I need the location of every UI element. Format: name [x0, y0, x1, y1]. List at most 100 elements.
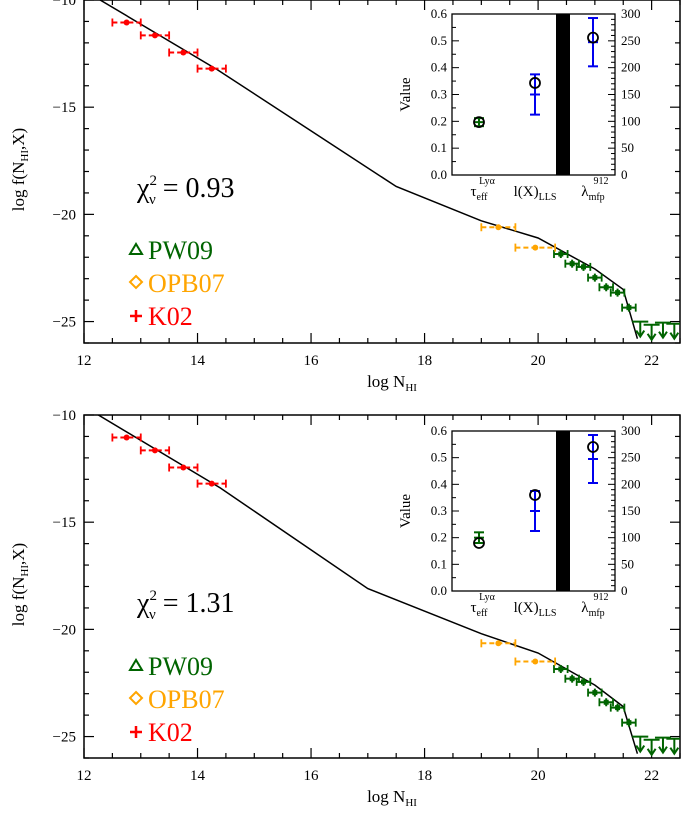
series-pw09: [553, 250, 680, 342]
inset-x-label-main: l(X): [514, 184, 539, 200]
inset-y-tick-label-right: 50: [621, 140, 634, 155]
legend-label-k02: K02: [148, 302, 193, 331]
data-point: [532, 658, 539, 665]
y-axis-label-main: log f(N: [9, 577, 28, 627]
legend-marker-k02: [130, 726, 142, 738]
x-axis-label-sub: HI: [405, 797, 417, 809]
inset-y-tick-label-right: 250: [621, 33, 641, 48]
inset-y-tick-label-right: 300: [621, 6, 641, 21]
plot-area: [96, 415, 680, 757]
legend-diamond: [128, 690, 144, 706]
inset-x-label: l(X)LLS: [514, 184, 557, 203]
inset-x-label-sub: eff: [477, 608, 489, 619]
inset-model-point: [529, 77, 541, 89]
y-tick-label: −25: [53, 730, 76, 746]
inset-y-tick-label-right: 100: [621, 530, 641, 545]
inset-y-label: Value: [398, 77, 414, 111]
inset-model-point: [587, 441, 599, 453]
inset-y-tick-label: 0.0: [431, 583, 447, 598]
data-point: [615, 290, 621, 296]
legend-marker-pw09: [128, 242, 144, 255]
inset-x-label-sub: LLS: [539, 192, 557, 203]
inset-y-tick-label-right: 200: [621, 60, 641, 75]
chi2-symbol: χ: [136, 173, 150, 204]
chi2-sub: ν: [149, 192, 156, 208]
inset-x-label: l(X)LLS: [514, 600, 557, 619]
inset-model-point: [473, 537, 485, 549]
inset-x-label-sup: Lyα: [479, 592, 496, 603]
data-point: [603, 284, 609, 290]
data-point: [569, 676, 575, 682]
legend-diamond: [128, 274, 144, 290]
inset-x-label: τeff: [471, 184, 489, 203]
x-tick-label: 12: [77, 353, 92, 369]
x-tick-label: 18: [417, 353, 432, 369]
data-point: [208, 65, 215, 72]
inset-separator-band: [556, 431, 570, 591]
y-axis-label: log f(NHI,X): [9, 128, 31, 211]
inset-x-label-sub: mfp: [589, 608, 605, 619]
data-point: [626, 305, 632, 311]
y-tick-label: −15: [53, 100, 76, 116]
inset-x-label-main: λ: [581, 600, 589, 616]
inset-y-tick-label: 0.5: [431, 33, 447, 48]
upper-limit-arrow: [635, 330, 646, 339]
x-tick-label: 18: [417, 768, 432, 784]
legend-label-opb07: OPB07: [148, 685, 225, 714]
upper-limit-arrow: [669, 332, 680, 341]
upper-limit-arrow: [635, 745, 646, 754]
upper-limit-arrow: [646, 333, 657, 342]
y-tick-label: −15: [53, 515, 76, 531]
inset-y-tick-label: 0.0: [431, 167, 447, 182]
y-axis-label-end: ,X): [9, 543, 28, 565]
data-point: [495, 224, 502, 231]
inset-x-label: λmfp: [581, 600, 604, 619]
chi2-sub: ν: [149, 607, 156, 623]
inset-y-tick-label: 0.2: [431, 113, 447, 128]
data-point: [151, 32, 158, 39]
data-point: [603, 699, 609, 705]
inset-y-label: Value: [398, 494, 414, 528]
data-point: [123, 19, 130, 26]
inset-model-point: [529, 489, 541, 501]
x-tick-label: 20: [531, 768, 546, 784]
inset-y-tick-label: 0.5: [431, 450, 447, 465]
x-tick-label: 12: [77, 768, 92, 784]
inset-x-label: λmfp: [581, 184, 604, 203]
y-axis-label-end: ,X): [9, 128, 28, 150]
inset-x-label-sub: eff: [477, 192, 489, 203]
y-tick-label: −20: [53, 207, 76, 223]
legend-label-opb07: OPB07: [148, 269, 225, 298]
data-point: [208, 480, 215, 487]
x-tick-label: 22: [644, 768, 659, 784]
data-point: [180, 464, 187, 471]
data-point: [569, 261, 575, 267]
x-tick-label: 14: [190, 768, 206, 784]
upper-limit-arrow: [646, 748, 657, 757]
upper-limit-arrow: [658, 331, 668, 340]
inset-y-tick-label: 0.3: [431, 503, 447, 518]
inset-x-label-main: λ: [581, 184, 589, 200]
y-tick-label: −25: [53, 315, 76, 331]
y-axis-label: log f(NHI,X): [9, 543, 31, 626]
inset-y-tick-label: 0.1: [431, 556, 447, 571]
data-point: [151, 447, 158, 454]
x-axis-label-main: log N: [367, 787, 405, 806]
legend-label-pw09: PW09: [148, 652, 213, 681]
upper-limit-arrow: [658, 746, 668, 755]
inset-x-label-sub: mfp: [589, 192, 605, 203]
inset-y-tick-label: 0.2: [431, 530, 447, 545]
data-point: [532, 244, 539, 251]
y-axis-label-sub: HI: [19, 565, 31, 577]
y-tick-label: −10: [53, 0, 76, 9]
inset-y-tick-label: 0.3: [431, 87, 447, 102]
inset-y-tick-label-right: 300: [621, 423, 641, 438]
series-k02: [111, 18, 227, 73]
inset-y-tick-label-right: 50: [621, 556, 634, 571]
y-axis-label-main: log f(N: [9, 162, 28, 212]
series-k02: [111, 433, 227, 488]
data-point: [558, 251, 564, 257]
